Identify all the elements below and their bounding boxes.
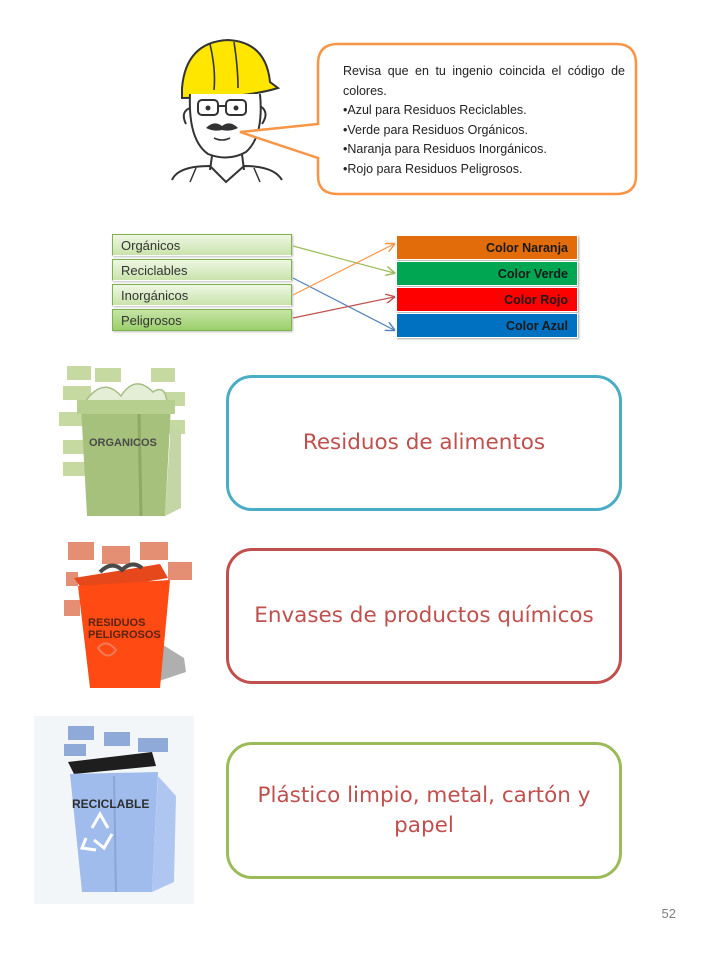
description-plastico-metal: Plástico limpio, metal, cartón y papel — [257, 782, 591, 838]
speech-bubble-shape — [239, 42, 638, 196]
bubble-intro: Revisa que en tu ingenio coincida el cód… — [343, 64, 625, 98]
recycle-icon — [79, 810, 114, 852]
right-item-color-rojo: Color Rojo — [396, 287, 578, 312]
organicos-bin-illustration: ORGANICOS — [59, 366, 185, 517]
description-box-residuos-alimentos: Residuos de alimentos — [226, 375, 622, 511]
bubble-item-verde: •Verde para Residuos Orgánicos. — [343, 122, 529, 137]
bubble-item-naranja: •Naranja para Residuos Inorgánicos. — [343, 142, 547, 156]
left-item-peligrosos: Peligrosos — [112, 309, 292, 331]
page-number: 52 — [661, 906, 676, 921]
arrow-reciclables-azul — [292, 277, 394, 330]
right-item-color-naranja: Color Naranja — [396, 235, 578, 260]
arrow-inorganicos-naranja — [292, 244, 394, 296]
speech-bubble-text: Revisa que en tu ingenio coincida el cód… — [343, 62, 625, 179]
arrow-peligrosos-rojo — [292, 297, 394, 319]
peligrosos-bin-label-1: RESIDUOS — [88, 617, 145, 629]
worker-illustration — [171, 38, 283, 184]
bubble-item-azul: •Azul para Residuos Reciclables. — [343, 103, 527, 117]
arrow-organicos-verde — [292, 245, 394, 273]
matching-arrows — [292, 0, 720, 360]
description-residuos-alimentos: Residuos de alimentos — [302, 430, 546, 455]
bubble-item-rojo: •Rojo para Residuos Peligrosos. — [343, 161, 523, 176]
description-envases-quimicos: Envases de productos químicos — [254, 603, 594, 628]
description-box-envases-quimicos: Envases de productos químicos — [226, 548, 622, 684]
peligrosos-bin-illustration: RESIDUOS PELIGROSOS — [64, 542, 192, 688]
description-box-plastico-metal: Plástico limpio, metal, cartón y papel — [226, 742, 622, 879]
right-item-color-verde: Color Verde — [396, 261, 578, 286]
left-item-organicos: Orgánicos — [112, 234, 292, 256]
left-item-inorganicos: Inorgánicos — [112, 284, 292, 306]
left-item-reciclables: Reciclables — [112, 259, 292, 281]
reciclable-bin-label: RECICLABLE — [72, 797, 149, 811]
reciclable-bin-illustration: RECICLABLE — [34, 716, 194, 904]
organicos-bin-label: ORGANICOS — [89, 437, 157, 449]
peligrosos-bin-label-2: PELIGROSOS — [88, 629, 161, 641]
right-item-color-azul: Color Azul — [396, 313, 578, 338]
